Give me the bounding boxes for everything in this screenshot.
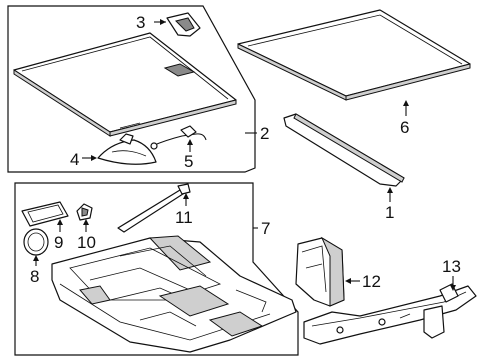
callout-11: 11 [175, 208, 193, 227]
part-10-clip [76, 203, 93, 232]
part-1-trim [283, 113, 405, 202]
callout-12: 12 [362, 272, 381, 291]
callout-2: 2 [260, 124, 269, 143]
part-6-floor-board [237, 9, 471, 116]
part-3-clip [154, 12, 201, 37]
callout-9: 9 [54, 233, 63, 252]
callout-5: 5 [184, 152, 193, 171]
callout-6: 6 [400, 118, 409, 137]
part-11-strap [117, 183, 191, 233]
part-4-bracket [82, 133, 157, 165]
callout-7: 7 [261, 219, 270, 238]
group-box-7 [14, 182, 299, 356]
part-12-bracket [295, 236, 360, 307]
callout-13: 13 [442, 257, 461, 276]
part-8-grommet [23, 228, 49, 266]
cargo-cover-panel [13, 32, 237, 137]
storage-tray [51, 235, 297, 353]
part-13-rail [303, 276, 477, 345]
callout-3: 3 [136, 13, 145, 32]
callout-8: 8 [30, 267, 39, 286]
group-box-2 [7, 5, 256, 173]
callout-1: 1 [385, 203, 394, 222]
callout-4: 4 [70, 150, 79, 169]
part-5-strap [150, 125, 207, 152]
callout-10: 10 [77, 233, 96, 252]
part-9-cover [21, 201, 69, 232]
